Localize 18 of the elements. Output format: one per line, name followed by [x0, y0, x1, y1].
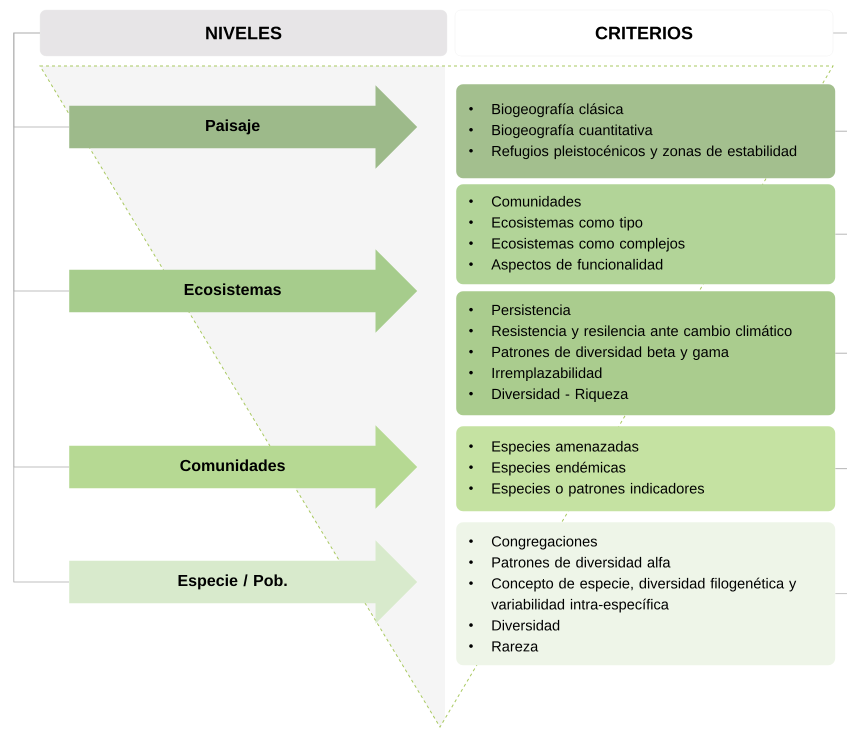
connector-stub: [835, 468, 847, 470]
criteria-box: Biogeografía clásica Biogeografía cuantitativa Refugios pleistocénicos y zonas de estabilidad: [456, 84, 836, 178]
connector-stub: [835, 352, 847, 354]
level-banner: Comunidades: [69, 425, 418, 509]
column-header: NIVELES: [40, 10, 448, 56]
criteria-box: Persistencia Resistencia y resilencia ante cambio climático Patrones de diversidad beta y gama Irremplazabilidad Diversidad - Riqueza: [456, 291, 836, 416]
level-banner: Ecosistemas: [69, 249, 418, 333]
connector-stub: [832, 32, 847, 34]
level-banner: Paisaje: [69, 85, 418, 169]
connector-stub: [835, 593, 847, 594]
criteria-box: Especies amenazadas Especies endémicas Especies o patrones indicadores: [456, 426, 836, 512]
connector-stub: [835, 130, 847, 132]
column-header: CRITERIOS: [454, 10, 834, 56]
level-banner: Especie / Pob.: [69, 540, 418, 624]
criteria-box: Congregaciones Patrones de diversidad alfa Concepto de especie, diversidad filogenética y variabilidad intra-específica Diversidad Rareza: [456, 522, 836, 666]
criteria-box: Comunidades Ecosistemas como tipo Ecosistemas como complejos Aspectos de funcionalidad: [456, 184, 836, 284]
bracket-line: [13, 32, 70, 582]
connector-stub: [835, 234, 847, 235]
